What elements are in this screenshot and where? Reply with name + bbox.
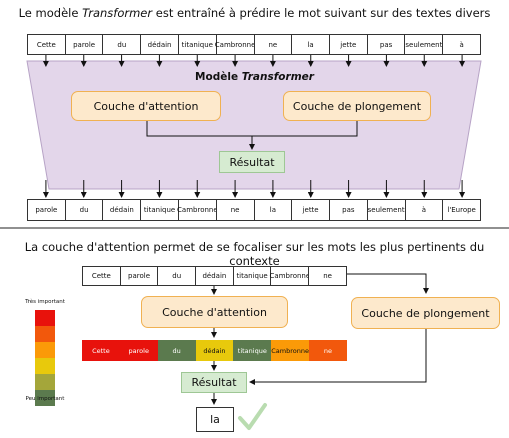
weighted-token: dédain: [195, 340, 234, 361]
importance-swatch: [35, 374, 55, 390]
top-output-token: la: [253, 199, 293, 221]
weighted-token: parole: [119, 340, 158, 361]
top-output-token: l'Europe: [442, 199, 481, 221]
bottom-result-box: Résultat: [181, 372, 247, 393]
legend-top-label: Très important: [25, 299, 65, 305]
importance-swatch: [35, 342, 55, 358]
bottom-input-token: dédain: [195, 266, 234, 286]
top-attention-layer: Couche d'attention: [71, 91, 221, 121]
top-output-token: seulement: [366, 199, 406, 221]
bottom-attention-layer: Couche d'attention: [141, 296, 288, 328]
top-output-token: à: [404, 199, 444, 221]
top-output-token: dédain: [102, 199, 142, 221]
importance-scale: [35, 310, 55, 406]
weighted-token: Cambronne: [271, 340, 310, 361]
top-output-token: titanique: [140, 199, 179, 221]
top-input-token: Cambronne: [215, 34, 255, 55]
top-output-token: ne: [215, 199, 255, 221]
bottom-embedding-layer: Couche de plongement: [351, 297, 500, 329]
importance-swatch: [35, 310, 55, 326]
bottom-input-token: ne: [308, 266, 347, 286]
top-output-token: Cambronne: [177, 199, 218, 221]
check-icon: [238, 403, 267, 430]
top-input-token: titanique: [177, 34, 217, 55]
importance-swatch: [35, 358, 55, 374]
top-input-token: dédain: [140, 34, 179, 55]
prediction-box: la: [196, 407, 234, 432]
top-input-token: jette: [328, 34, 368, 55]
model-label: Modèle Transformer: [195, 71, 314, 83]
top-input-token: ne: [253, 34, 293, 55]
weighted-token: du: [157, 340, 196, 361]
top-input-token: la: [291, 34, 330, 55]
top-input-token: Cette: [27, 34, 66, 55]
top-result-box: Résultat: [219, 151, 285, 173]
bottom-title: La couche d'attention permet de se focal…: [24, 240, 485, 268]
bottom-input-token: parole: [119, 266, 159, 286]
importance-swatch: [35, 326, 55, 342]
bottom-input-token: du: [157, 266, 197, 286]
bottom-input-token: titanique: [232, 266, 272, 286]
top-input-token: pas: [366, 34, 406, 55]
legend-bottom-label: Peu important: [25, 396, 65, 402]
top-input-token: seulement: [404, 34, 444, 55]
top-output-token: jette: [291, 199, 330, 221]
weighted-token: ne: [309, 340, 347, 361]
bottom-input-token: Cette: [82, 266, 121, 286]
top-input-token: du: [102, 34, 142, 55]
top-input-token: parole: [64, 34, 104, 55]
top-output-token: du: [64, 199, 104, 221]
top-title: Le modèle Transformer est entraîné à pré…: [18, 6, 491, 20]
top-embedding-layer: Couche de plongement: [283, 91, 431, 121]
weighted-token: Cette: [82, 340, 120, 361]
importance-swatch: [35, 390, 55, 406]
bottom-input-token: Cambronne: [270, 266, 310, 286]
weighted-token: titanique: [233, 340, 272, 361]
top-output-token: parole: [27, 199, 66, 221]
top-input-token: à: [442, 34, 481, 55]
top-output-token: pas: [328, 199, 368, 221]
